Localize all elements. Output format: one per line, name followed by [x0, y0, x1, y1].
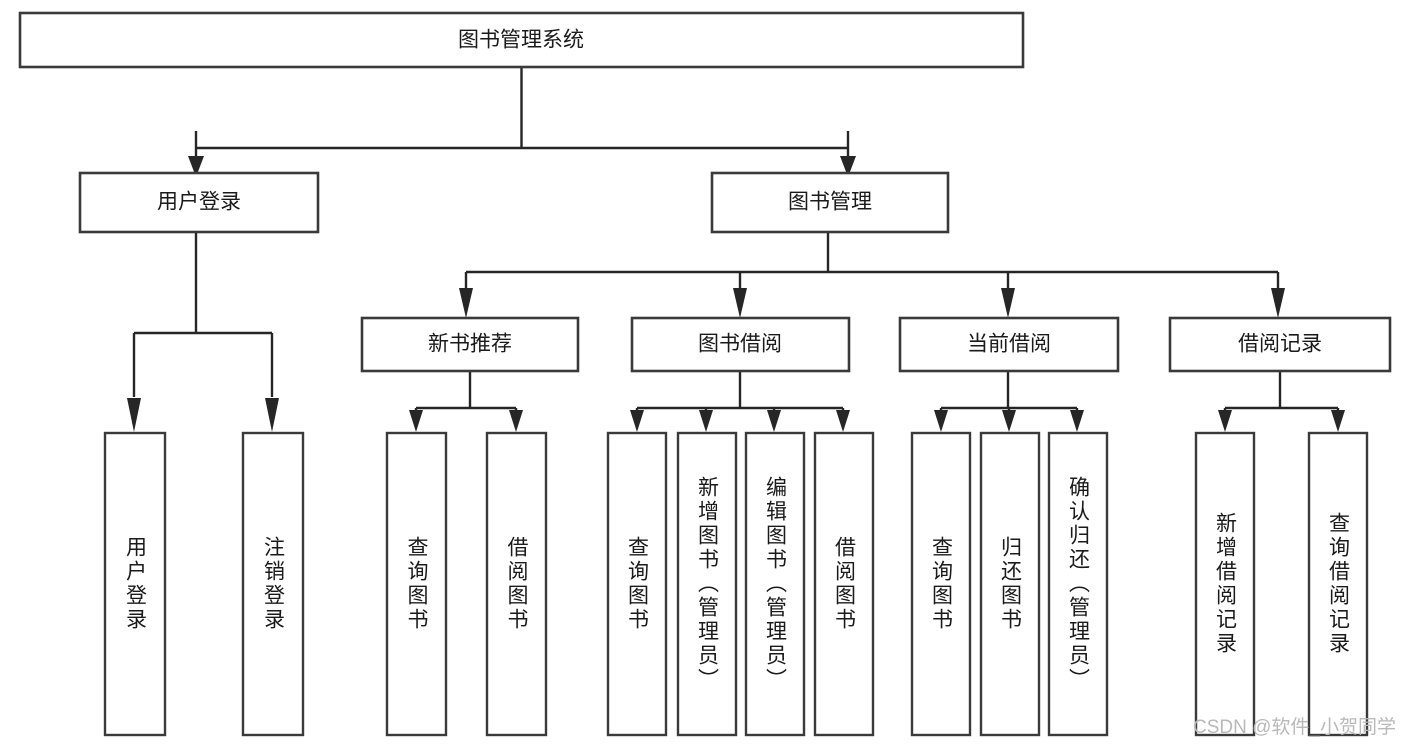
arrowhead-leaf-add-book — [699, 410, 713, 432]
arrowhead-borrow-record — [1271, 288, 1285, 318]
root-system-label: 图书管理系统 — [458, 29, 584, 52]
arrowhead-leaf-edit-book — [767, 410, 781, 432]
leaf-query-record-box[interactable] — [1307, 431, 1369, 737]
arrowhead-leaf-query-book-1 — [409, 410, 423, 432]
arrowhead-leaf-query-book-3 — [934, 410, 948, 432]
new-book-recommend-label: 新书推荐 — [428, 333, 512, 356]
arrowhead-book-mgmt — [840, 156, 856, 177]
current-borrow-box[interactable] — [898, 316, 1120, 373]
leaf-edit-book-box[interactable] — [744, 431, 806, 737]
leaf-borrow-book-2-box[interactable] — [813, 431, 875, 737]
leaf-user-login-box[interactable] — [103, 431, 167, 737]
arrowhead-leaf-add-record — [1218, 410, 1232, 432]
user-login-box[interactable] — [78, 171, 320, 234]
node-current-borrow[interactable]: 当前借阅 — [898, 316, 1120, 373]
book-management-label: 图书管理 — [788, 191, 872, 214]
node-root-system[interactable]: 图书管理系统 — [18, 11, 1025, 69]
leaf-box-group — [103, 431, 1369, 737]
arrowhead-leaf-borrow-book-1 — [509, 410, 523, 432]
borrow-record-box[interactable] — [1168, 316, 1392, 373]
arrowhead-leaf-return-book — [1002, 410, 1016, 432]
leaf-query-book-1-box[interactable] — [385, 431, 448, 737]
arrowhead-new-book-recommend — [459, 288, 473, 318]
node-borrow-record[interactable]: 借阅记录 — [1168, 316, 1392, 373]
arrowhead-leaf-query-record — [1331, 410, 1345, 432]
user-login-label: 用户登录 — [157, 191, 241, 214]
node-book-management[interactable]: 图书管理 — [710, 171, 950, 234]
node-new-book-recommend[interactable]: 新书推荐 — [360, 316, 580, 373]
arrowhead-leaf-confirm-return — [1070, 410, 1084, 432]
root-system-box[interactable] — [18, 11, 1025, 69]
csdn-watermark: CSDN @软件_小贺同学 — [1193, 717, 1396, 738]
arrowhead-book-borrow — [733, 288, 747, 318]
book-borrow-label: 图书借阅 — [698, 333, 782, 356]
current-borrow-label: 当前借阅 — [967, 333, 1051, 356]
arrowhead-leaf-query-book-2 — [630, 410, 644, 432]
leaf-borrow-book-1-box[interactable] — [485, 431, 548, 737]
arrowhead-leaf-user-login — [127, 398, 141, 432]
leaf-return-book-box[interactable] — [979, 431, 1041, 737]
node-user-login[interactable]: 用户登录 — [78, 171, 320, 234]
leaf-confirm-return-box[interactable] — [1047, 431, 1109, 737]
arrowhead-current-borrow — [1001, 288, 1015, 318]
connector-group — [127, 67, 1345, 432]
arrowhead-user-login — [188, 156, 204, 177]
new-book-recommend-box[interactable] — [360, 316, 580, 373]
borrow-record-label: 借阅记录 — [1238, 333, 1322, 356]
book-management-box[interactable] — [710, 171, 950, 234]
arrowhead-leaf-borrow-book-2 — [836, 410, 850, 432]
leaf-query-book-3-box[interactable] — [910, 431, 972, 737]
node-book-borrow[interactable]: 图书借阅 — [630, 316, 851, 373]
leaf-query-book-2-box[interactable] — [606, 431, 668, 737]
arrowhead-leaf-user-logout — [265, 398, 279, 432]
leaf-add-book-box[interactable] — [676, 431, 738, 737]
leaf-user-logout-box[interactable] — [241, 431, 305, 737]
leaf-add-record-box[interactable] — [1194, 431, 1256, 737]
book-borrow-box[interactable] — [630, 316, 851, 373]
